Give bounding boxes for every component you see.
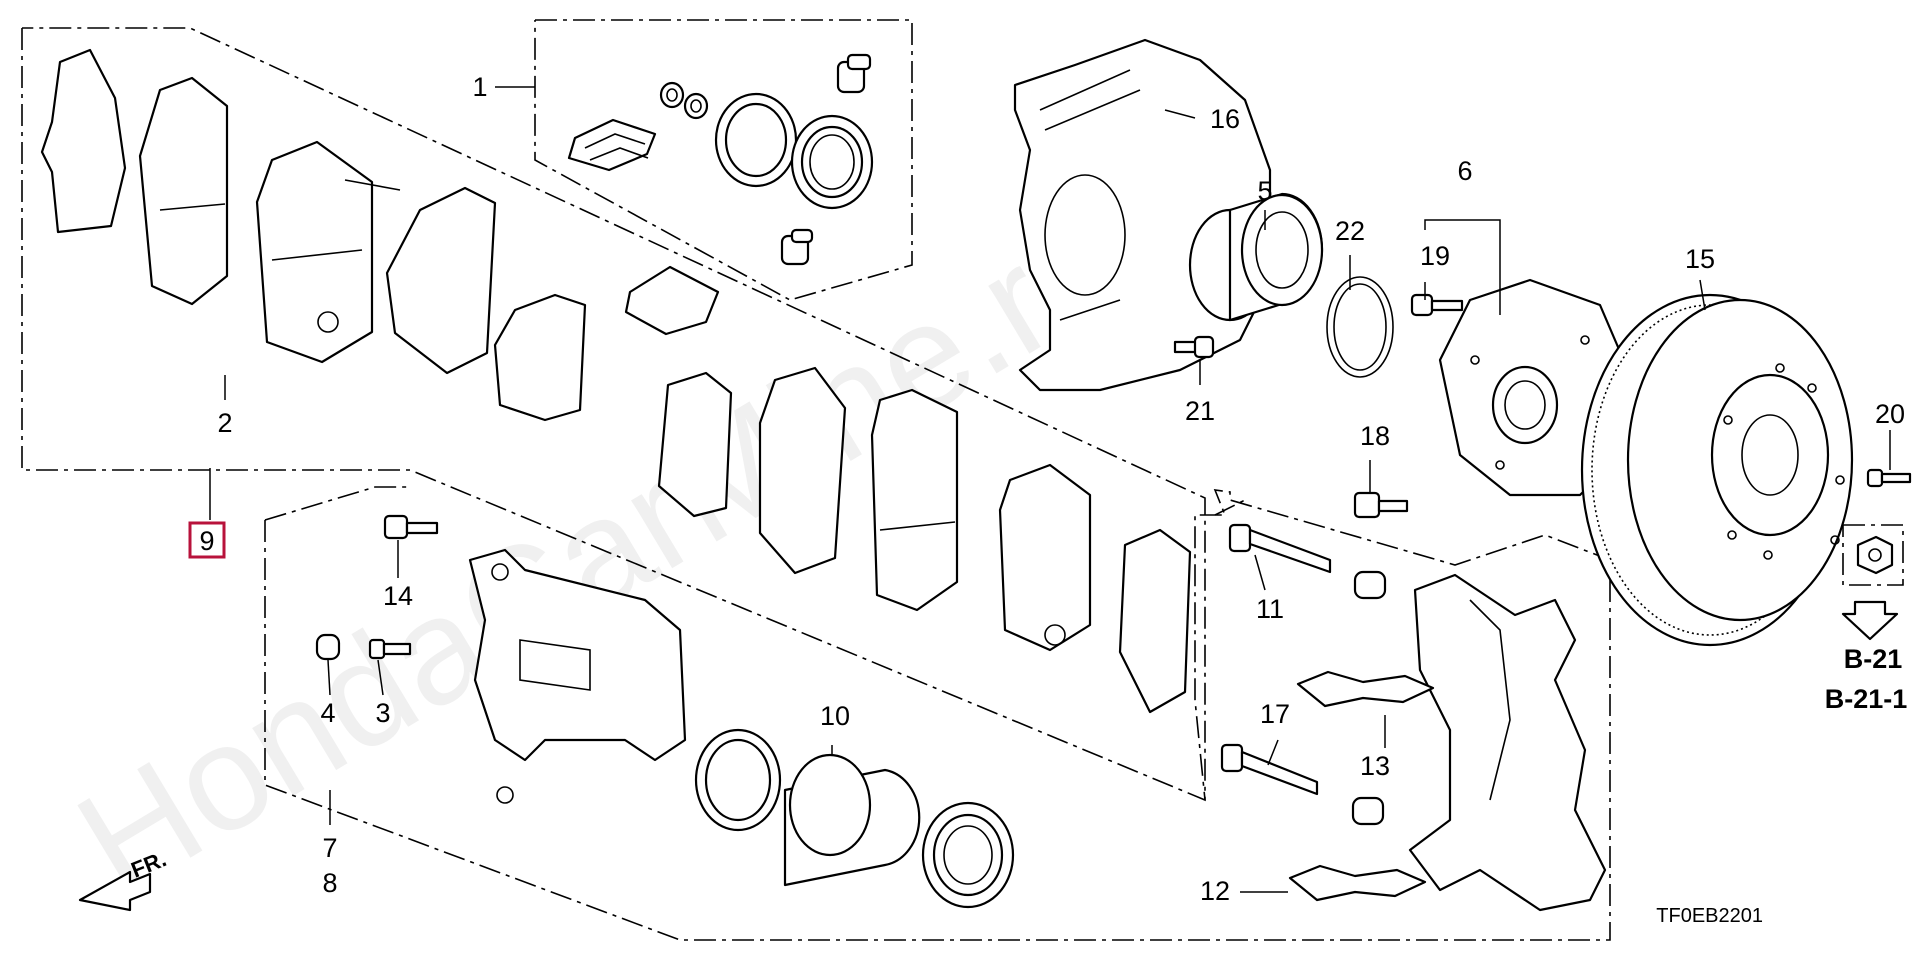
reference-pages: B-21 B-21-1 [1825, 644, 1908, 714]
callout-11[interactable]: 11 [1256, 594, 1284, 624]
callout-19[interactable]: 19 [1420, 241, 1450, 271]
callout-2[interactable]: 2 [217, 408, 232, 438]
callout-10[interactable]: 10 [820, 701, 850, 731]
callout-21[interactable]: 21 [1185, 396, 1215, 426]
callout-5[interactable]: 5 [1257, 176, 1272, 206]
diagram-code: TF0EB2201 [1656, 905, 1763, 927]
piston-10 [694, 728, 1015, 909]
grease-pack [624, 265, 720, 336]
callout-7[interactable]: 7 [322, 833, 337, 863]
highlight-box [188, 521, 226, 559]
callout-12[interactable]: 12 [1200, 876, 1230, 906]
part-5-bearing [1188, 192, 1324, 322]
reference-arrow [1841, 600, 1899, 641]
reference-page-b21[interactable]: B-21 [1844, 644, 1903, 674]
callout-20[interactable]: 20 [1875, 399, 1905, 429]
part-11-guide-pin [1228, 523, 1387, 600]
part-15-rotor [1580, 293, 1854, 647]
part-1-seal-kit [567, 53, 874, 266]
callout-22[interactable]: 22 [1335, 216, 1365, 246]
callouts: 1 2 3 4 5 6 7 8 10 11 12 13 14 15 16 17 … [217, 72, 1905, 906]
caliper-bracket [1408, 573, 1607, 912]
part-21-bolt [1173, 335, 1215, 359]
callout-13[interactable]: 13 [1360, 751, 1390, 781]
pad-set-right [657, 366, 1192, 714]
leader-lines [209, 86, 1891, 893]
callout-6[interactable]: 6 [1457, 156, 1472, 186]
reference-page-b21-1[interactable]: B-21-1 [1825, 684, 1908, 714]
part-22-circlip [1326, 276, 1394, 378]
pad-clips [1288, 670, 1435, 902]
group-frames [21, 19, 1611, 941]
part-6-hub [1410, 278, 1632, 497]
small-parts [315, 514, 439, 661]
highlighted-part-number[interactable]: 9 [199, 526, 214, 556]
part-18-bolt [1353, 491, 1409, 519]
part-2-pad-set [40, 48, 587, 422]
callout-16[interactable]: 16 [1210, 104, 1240, 134]
part-20-screw [1866, 468, 1912, 488]
callout-3[interactable]: 3 [375, 698, 390, 728]
part-17-guide-pin [1220, 743, 1385, 826]
caliper-body [468, 548, 687, 804]
callout-4[interactable]: 4 [320, 698, 335, 728]
callout-17[interactable]: 17 [1260, 699, 1290, 729]
highlighted-part[interactable]: 9 [188, 521, 226, 559]
callout-15[interactable]: 15 [1685, 244, 1715, 274]
callout-18[interactable]: 18 [1360, 421, 1390, 451]
callout-14[interactable]: 14 [383, 581, 413, 611]
hub-nut [1842, 524, 1904, 586]
callout-1[interactable]: 1 [472, 72, 487, 102]
callout-8[interactable]: 8 [322, 868, 337, 898]
